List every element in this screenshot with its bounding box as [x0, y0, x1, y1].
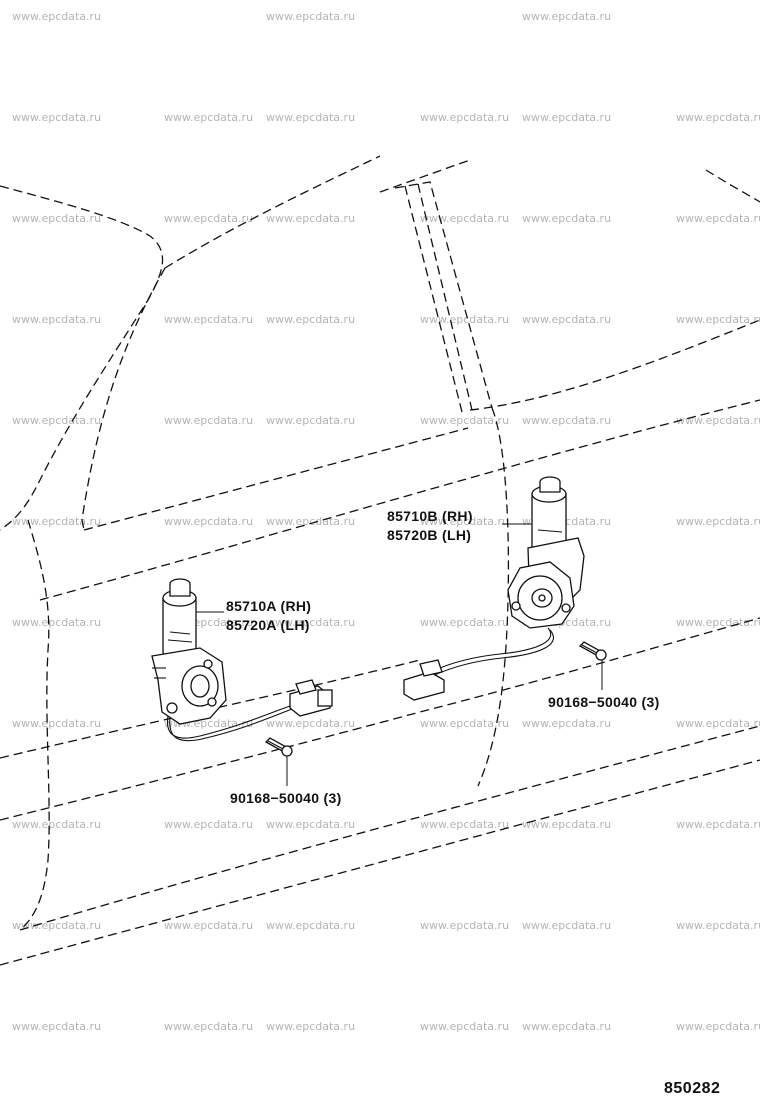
watermark-text: www.epcdata.ru: [420, 616, 509, 629]
watermark-text: www.epcdata.ru: [420, 1020, 509, 1033]
watermark-text: www.epcdata.ru: [420, 111, 509, 124]
watermark-text: www.epcdata.ru: [12, 212, 101, 225]
vehicle-body-outline: [0, 155, 760, 966]
watermark-text: www.epcdata.ru: [12, 10, 101, 23]
watermark-text: www.epcdata.ru: [676, 212, 760, 225]
watermark-text: www.epcdata.ru: [522, 10, 611, 23]
watermark-text: www.epcdata.ru: [522, 919, 611, 932]
watermark-text: www.epcdata.ru: [676, 313, 760, 326]
watermark-text: www.epcdata.ru: [164, 212, 253, 225]
diagram-code: 850282: [664, 1080, 720, 1097]
watermark-text: www.epcdata.ru: [12, 717, 101, 730]
watermark-text: www.epcdata.ru: [266, 616, 355, 629]
watermark-text: www.epcdata.ru: [676, 919, 760, 932]
watermark-text: www.epcdata.ru: [522, 717, 611, 730]
watermark-text: www.epcdata.ru: [266, 313, 355, 326]
watermark-text: www.epcdata.ru: [266, 212, 355, 225]
watermark-text: www.epcdata.ru: [164, 919, 253, 932]
label-screw-rear: 90168−50040 (3): [548, 694, 660, 710]
watermark-text: www.epcdata.ru: [12, 414, 101, 427]
watermark-text: www.epcdata.ru: [266, 1020, 355, 1033]
watermark-text: www.epcdata.ru: [676, 515, 760, 528]
watermark-text: www.epcdata.ru: [420, 212, 509, 225]
watermark-text: www.epcdata.ru: [420, 515, 509, 528]
watermark-text: www.epcdata.ru: [420, 919, 509, 932]
leader-lines: [196, 523, 603, 786]
watermark-text: www.epcdata.ru: [420, 313, 509, 326]
watermark-text: www.epcdata.ru: [164, 313, 253, 326]
motor-front-a: [151, 578, 333, 742]
watermark-text: www.epcdata.ru: [266, 414, 355, 427]
watermark-text: www.epcdata.ru: [522, 1020, 611, 1033]
watermark-text: www.epcdata.ru: [266, 818, 355, 831]
watermark-text: www.epcdata.ru: [164, 515, 253, 528]
label-screw-front: 90168−50040 (3): [230, 790, 342, 806]
watermark-text: www.epcdata.ru: [266, 717, 355, 730]
watermark-text: www.epcdata.ru: [522, 212, 611, 225]
watermark-text: www.epcdata.ru: [676, 616, 760, 629]
watermark-text: www.epcdata.ru: [522, 313, 611, 326]
watermark-layer: www.epcdata.ru www.epcdata.ru www.epcdata.…: [12, 10, 760, 1033]
watermark-text: www.epcdata.ru: [420, 414, 509, 427]
watermark-text: www.epcdata.ru: [676, 111, 760, 124]
watermark-text: www.epcdata.ru: [164, 111, 253, 124]
label-motor-rear-rh: 85710B (RH): [387, 508, 473, 524]
watermark-text: www.epcdata.ru: [522, 818, 611, 831]
screw-front: [264, 737, 293, 757]
watermark-text: www.epcdata.ru: [266, 919, 355, 932]
watermark-text: www.epcdata.ru: [12, 111, 101, 124]
motor-rear-b: [403, 476, 585, 701]
watermark-text: www.epcdata.ru: [266, 111, 355, 124]
watermark-text: www.epcdata.ru: [12, 313, 101, 326]
watermark-text: www.epcdata.ru: [164, 1020, 253, 1033]
watermark-text: www.epcdata.ru: [164, 414, 253, 427]
watermark-text: www.epcdata.ru: [12, 515, 101, 528]
label-motor-rear-lh: 85720B (LH): [387, 527, 471, 543]
watermark-text: www.epcdata.ru: [676, 717, 760, 730]
watermark-text: www.epcdata.ru: [12, 818, 101, 831]
watermark-text: www.epcdata.ru: [420, 717, 509, 730]
watermark-text: www.epcdata.ru: [522, 111, 611, 124]
screw-rear: [578, 641, 607, 661]
label-motor-front-rh: 85710A (RH): [226, 598, 311, 614]
watermark-text: www.epcdata.ru: [676, 1020, 760, 1033]
label-motor-front-lh: 85720A (LH): [226, 617, 310, 633]
watermark-text: www.epcdata.ru: [12, 616, 101, 629]
watermark-text: www.epcdata.ru: [676, 818, 760, 831]
watermark-text: www.epcdata.ru: [12, 919, 101, 932]
watermark-text: www.epcdata.ru: [266, 10, 355, 23]
watermark-text: www.epcdata.ru: [522, 414, 611, 427]
watermark-text: www.epcdata.ru: [266, 515, 355, 528]
watermark-text: www.epcdata.ru: [12, 1020, 101, 1033]
watermark-text: www.epcdata.ru: [676, 414, 760, 427]
watermark-text: www.epcdata.ru: [164, 818, 253, 831]
watermark-text: www.epcdata.ru: [420, 818, 509, 831]
